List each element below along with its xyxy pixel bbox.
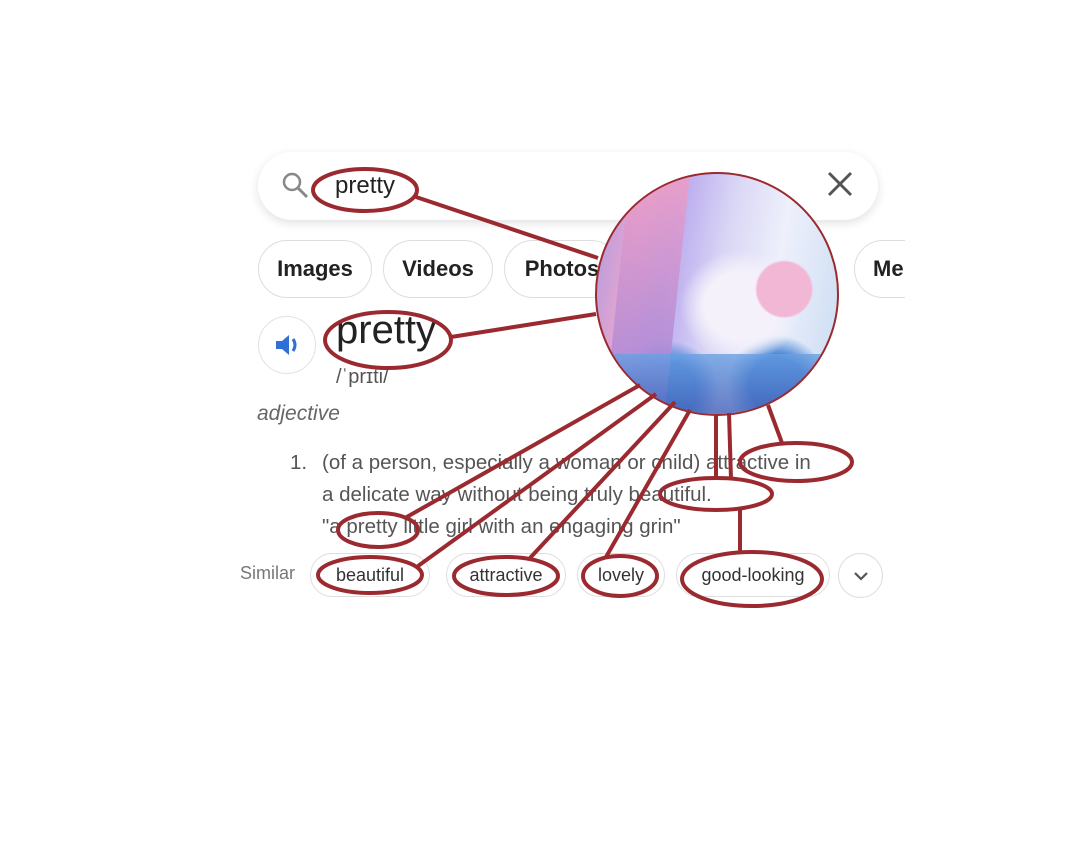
- definition-line-1: (of a person, especially a woman or chil…: [322, 451, 811, 474]
- annotation-ellipse: [658, 476, 774, 512]
- speaker-icon: [276, 335, 297, 355]
- pronunciation-button[interactable]: [258, 316, 316, 374]
- annotation-line: [727, 412, 733, 480]
- annotation-line: [766, 404, 784, 444]
- search-query[interactable]: pretty: [335, 172, 396, 199]
- annotation-line: [528, 400, 677, 560]
- annotation-ellipse: [680, 550, 824, 608]
- annotation-ellipse: [311, 167, 419, 213]
- tab-videos[interactable]: Videos: [383, 240, 493, 298]
- similar-label: Similar: [240, 563, 296, 583]
- annotation-line: [415, 195, 599, 260]
- tab-images[interactable]: Images: [258, 240, 372, 298]
- annotation-ellipse: [323, 310, 453, 370]
- expand-similar-button[interactable]: [838, 553, 883, 598]
- annotation-line: [604, 409, 692, 558]
- part-of-speech: adjective: [257, 402, 340, 425]
- annotation-line: [416, 392, 658, 568]
- similar-chip-beautiful[interactable]: beautiful: [310, 553, 430, 597]
- sense-number: 1.: [290, 451, 308, 474]
- close-icon[interactable]: [826, 170, 854, 198]
- annotation-ellipse: [738, 441, 854, 483]
- annotation-line: [450, 312, 597, 339]
- search-icon: [282, 172, 309, 199]
- annotation-line: [404, 383, 641, 520]
- annotation-ellipse: [316, 555, 424, 595]
- phonetic: /ˈprɪti/: [336, 366, 389, 388]
- annotation-ellipse: [336, 511, 420, 549]
- chevron-down-icon: [853, 571, 868, 581]
- annotation-ellipse: [581, 554, 659, 598]
- anime-character-image: [595, 172, 839, 416]
- annotation-ellipse: [452, 555, 560, 597]
